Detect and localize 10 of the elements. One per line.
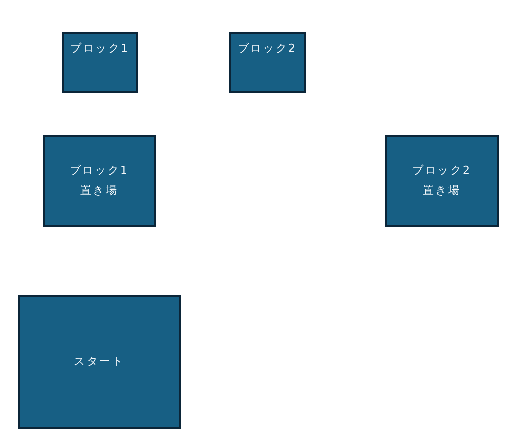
storage-area: [385, 135, 499, 227]
area-label: ブロック1置き場: [68, 163, 130, 199]
storage-area: [43, 135, 156, 227]
block-tile: [229, 32, 306, 93]
block-tile: [62, 32, 138, 93]
start-label: スタート: [73, 354, 126, 370]
area-label: ブロック2置き場: [411, 163, 473, 199]
block-label: ブロック1: [70, 41, 130, 57]
block-label: ブロック2: [238, 41, 298, 57]
start-area: [18, 295, 181, 429]
